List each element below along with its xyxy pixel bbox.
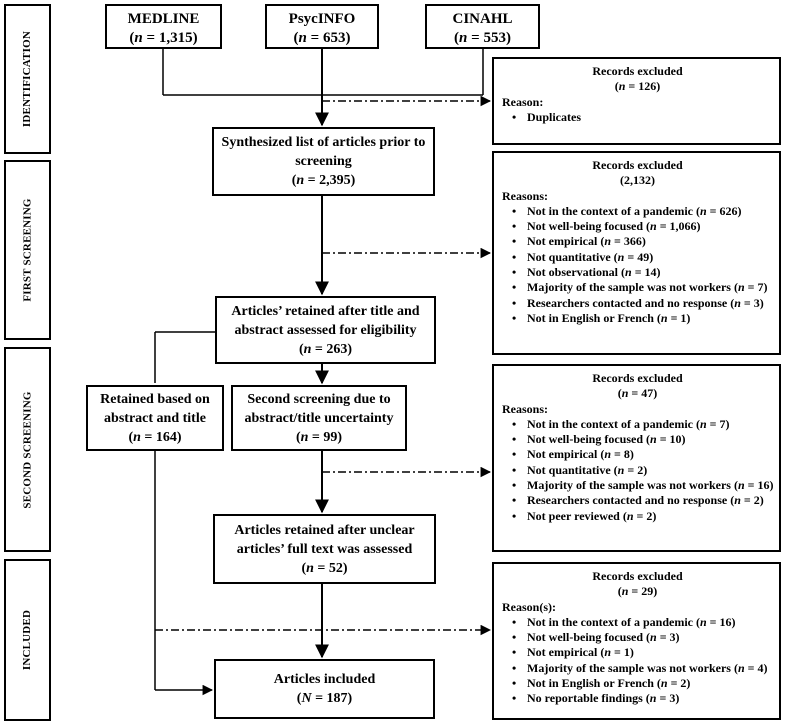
excluded-count: (n = 47) [617, 386, 658, 401]
box-count: (n = 263) [298, 341, 353, 357]
reason-item: Majority of the sample was not workers (… [502, 661, 773, 677]
exclusion-box-first-screening: Records excluded (2,132) Reasons: Not in… [492, 151, 781, 355]
excluded-count: (n = 29) [617, 584, 658, 599]
reason-item: Not observational (n = 14) [502, 265, 773, 281]
reason-item: Not well-being focused (n = 10) [502, 432, 773, 448]
source-name: CINAHL [452, 11, 513, 27]
reason-label: Reasons: [502, 401, 549, 416]
reason-item: Not in the context of a pandemic (n = 62… [502, 204, 773, 220]
source-count: (n = 653) [293, 30, 351, 46]
reason-list: Not in the context of a pandemic (n = 62… [502, 204, 773, 327]
synthesized-list-box: Synthesized list of articles prior to sc… [212, 127, 435, 196]
reason-list: Not in the context of a pandemic (n = 7)… [502, 417, 774, 525]
source-medline: MEDLINE (n = 1,315) [105, 4, 222, 49]
reason-item: Not empirical (n = 1) [502, 645, 773, 661]
retained-after-title-box: Articles’ retained after title and abstr… [215, 296, 436, 364]
reason-item: Majority of the sample was not workers (… [502, 280, 773, 296]
box-count: (N = 187) [296, 691, 353, 706]
stage-identification: IDENTIFICATION [4, 4, 51, 154]
reason-item: Not empirical (n = 8) [502, 447, 773, 463]
retained-abstract-title-box: Retained based on abstract and title (n … [86, 385, 224, 451]
reason-item: Not quantitative (n = 2) [502, 463, 773, 479]
reason-item: No reportable findings (n = 3) [502, 691, 773, 707]
reason-item: Researchers contacted and no response (n… [502, 493, 773, 509]
stage-second-screening: SECOND SCREENING [4, 347, 51, 552]
reason-label: Reasons: [502, 188, 549, 203]
reason-item: Not peer reviewed (n = 2) [502, 509, 773, 525]
exclusion-box-second-screening: Records excluded (n = 47) Reasons: Not i… [492, 364, 781, 552]
reason-label: Reason: [502, 94, 544, 109]
source-name: MEDLINE [127, 11, 200, 27]
articles-included-box: Articles included (N = 187) [214, 659, 435, 719]
source-count: (n = 553) [454, 30, 511, 46]
full-text-assessed-box: Articles retained after unclear articles… [213, 514, 436, 584]
reason-list: Duplicates [502, 110, 773, 126]
reason-item: Not empirical (n = 366) [502, 234, 773, 250]
stage-included: INCLUDED [4, 559, 51, 721]
excluded-count: (n = 126) [614, 79, 661, 94]
reason-item: Not in English or French (n = 2) [502, 676, 773, 692]
reason-item: Duplicates [502, 110, 773, 126]
reason-item: Not in the context of a pandemic (n = 7) [502, 417, 773, 433]
box-count: (n = 2,395) [291, 173, 356, 188]
reason-item: Not well-being focused (n = 3) [502, 630, 773, 646]
source-count: (n = 1,315) [129, 30, 198, 46]
source-cinahl: CINAHL (n = 553) [425, 4, 540, 49]
second-screening-box: Second screening due to abstract/title u… [231, 385, 407, 451]
box-count: (n = 52) [301, 560, 348, 576]
reason-item: Not in English or French (n = 1) [502, 311, 773, 327]
box-count: (n = 99) [295, 429, 343, 445]
reason-item: Not in the context of a pandemic (n = 16… [502, 615, 773, 631]
box-count: (n = 164) [128, 429, 182, 445]
source-name: PsycINFO [288, 11, 356, 27]
source-psycinfo: PsycINFO (n = 653) [265, 4, 379, 49]
reason-list: Not in the context of a pandemic (n = 16… [502, 615, 773, 707]
excluded-count: (2,132) [620, 173, 655, 188]
reason-item: Researchers contacted and no response (n… [502, 296, 773, 312]
reason-label: Reason(s): [502, 599, 556, 614]
reason-item: Not well-being focused (n = 1,066) [502, 219, 773, 235]
reason-item: Majority of the sample was not workers (… [502, 478, 774, 494]
stage-first-screening: FIRST SCREENING [4, 160, 51, 340]
exclusion-box-identification: Records excluded (n = 126) Reason: Dupli… [492, 57, 781, 145]
exclusion-box-included: Records excluded (n = 29) Reason(s): Not… [492, 562, 781, 720]
reason-item: Not quantitative (n = 49) [502, 250, 773, 266]
